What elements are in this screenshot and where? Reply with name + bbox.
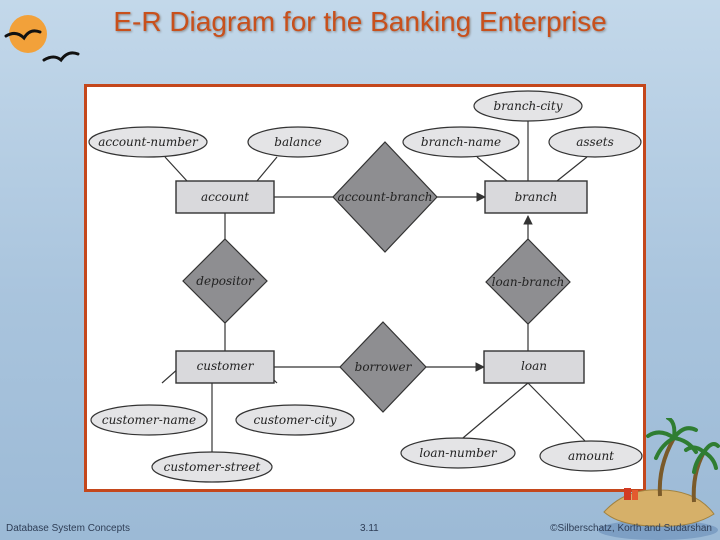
birds-logo	[4, 15, 80, 63]
relationship-account-branch-label: account-branch	[338, 190, 433, 204]
attr-amount: amount	[539, 440, 643, 472]
entity-customer: customer	[175, 350, 275, 384]
attr-customer-city: customer-city	[235, 404, 355, 436]
attr-customer-street-label: customer-street	[164, 460, 261, 474]
attr-assets: assets	[548, 126, 642, 158]
attr-balance: balance	[247, 126, 349, 158]
attr-loan-number-label: loan-number	[419, 446, 498, 460]
relationship-loan-branch-label: loan-branch	[492, 275, 565, 289]
relationship-depositor: depositor	[182, 238, 268, 324]
attr-assets-label: assets	[576, 135, 614, 149]
relationship-borrower: borrower	[339, 321, 427, 413]
palm-island	[598, 418, 720, 540]
entity-loan-label: loan	[521, 359, 547, 373]
attr-account-number-label: account-number	[98, 135, 199, 149]
attr-customer-street: customer-street	[151, 451, 273, 483]
attr-branch-name-label: branch-name	[421, 135, 501, 149]
footer-copyright: ©Silberschatz, Korth and Sudarshan	[550, 523, 712, 534]
attr-branch-name: branch-name	[402, 126, 520, 158]
relationship-depositor-label: depositor	[196, 274, 255, 288]
attr-balance-label: balance	[274, 135, 321, 149]
entity-account-label: account	[201, 190, 249, 204]
attr-loan-number: loan-number	[400, 437, 516, 469]
entity-branch-label: branch	[515, 190, 558, 204]
attr-branch-city: branch-city	[473, 90, 583, 122]
slide-title: E-R Diagram for the Banking Enterprise	[113, 6, 607, 37]
relationship-account-branch: account-branch	[332, 141, 438, 253]
attr-customer-name-label: customer-name	[102, 413, 196, 427]
relationship-borrower-label: borrower	[355, 360, 413, 374]
footer-course: Database System Concepts	[6, 523, 130, 534]
entity-account: account	[175, 180, 275, 214]
attr-customer-name: customer-name	[90, 404, 208, 436]
entity-customer-label: customer	[197, 359, 255, 373]
attr-amount-label: amount	[568, 449, 614, 463]
attr-account-number: account-number	[88, 126, 208, 158]
attr-branch-city-label: branch-city	[494, 99, 563, 113]
relationship-loan-branch: loan-branch	[485, 238, 571, 325]
entity-loan: loan	[483, 350, 585, 384]
footer-page-number: 3.11	[360, 523, 379, 534]
er-diagram: account branch customer loan account-bra…	[84, 84, 646, 492]
entity-branch: branch	[484, 180, 588, 214]
attr-customer-city-label: customer-city	[253, 413, 336, 427]
